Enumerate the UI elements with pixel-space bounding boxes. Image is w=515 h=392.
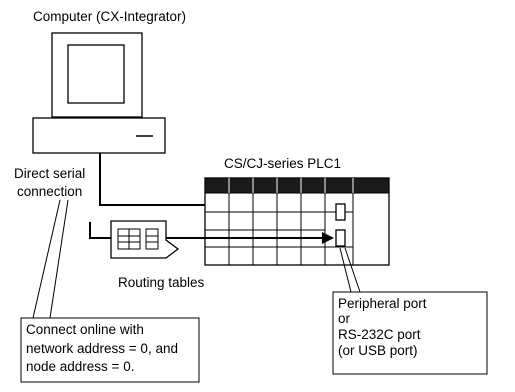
port-callout-line-3: RS-232C port [338,327,421,342]
routing-table-arrow [89,222,334,244]
plc-rack [204,177,390,266]
port-callout-leader [339,247,361,293]
rs232c-port [335,229,346,247]
routing-tables-label: Routing tables [118,275,205,290]
peripheral-port [335,203,346,221]
computer-base-unit [32,117,166,154]
connect-callout-leader [32,199,69,319]
computer-label: Computer (CX-Integrator) [33,9,186,24]
direct-serial-label-line1: Direct serial [14,166,85,181]
routing-tables-icon [110,220,180,259]
port-callout-line-4: (or USB port) [338,343,418,358]
connect-callout-line-2: network address = 0, and [26,341,178,356]
port-callout-line-2: or [338,311,351,326]
direct-serial-label-line2: connection [17,184,82,199]
port-callout: Peripheral port or RS-232C port (or USB … [332,291,488,375]
plc-label: CS/CJ-series PLC1 [224,156,341,171]
computer-monitor [51,32,143,118]
plc-header-strip [204,177,390,194]
connect-callout: Connect online with network address = 0,… [20,317,200,383]
connect-callout-line-3: node address = 0. [26,359,134,374]
connect-callout-line-1: Connect online with [26,322,144,337]
port-callout-line-1: Peripheral port [338,296,427,311]
